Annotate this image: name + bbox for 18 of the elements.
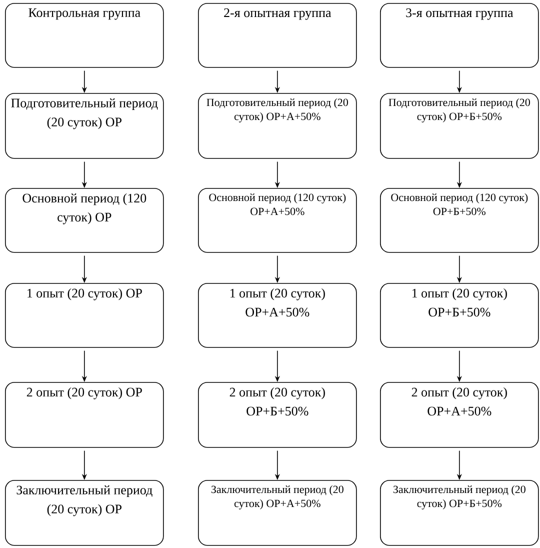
process-box: 1 опыт (20 суток) ОР+А+50% — [198, 283, 357, 348]
process-box: Заключительный период (20 суток) ОР+А+50% — [198, 480, 357, 546]
process-box: 2 опыт (20 суток) ОР+А+50% — [380, 382, 539, 448]
process-box: 1 опыт (20 суток) ОР+Б+50% — [380, 283, 539, 348]
process-box: Заключительный период (20 суток) ОР — [5, 480, 164, 546]
process-box: 1 опыт (20 суток) ОР — [5, 283, 164, 348]
process-box: Основной период (120 суток) ОР+Б+50% — [380, 188, 539, 253]
process-box: 2-я опытная группа — [198, 3, 357, 68]
process-box: 3-я опытная группа — [380, 3, 539, 68]
process-box: Подготовительный период (20 суток) ОР+Б+50% — [380, 93, 539, 159]
process-box: 2 опыт (20 суток) ОР+Б+50% — [198, 382, 357, 448]
process-box: 2 опыт (20 суток) ОР — [5, 382, 164, 448]
process-box: Подготовительный период (20 суток) ОР — [5, 93, 164, 159]
process-box: Подготовительный период (20 суток) ОР+А+50% — [198, 93, 357, 159]
process-box: Основной период (120 суток) ОР — [5, 188, 164, 253]
process-box: Контрольная группа — [5, 3, 164, 68]
process-box: Основной период (120 суток) ОР+А+50% — [198, 188, 357, 253]
process-box: Заключительный период (20 суток) ОР+Б+50% — [380, 480, 539, 546]
